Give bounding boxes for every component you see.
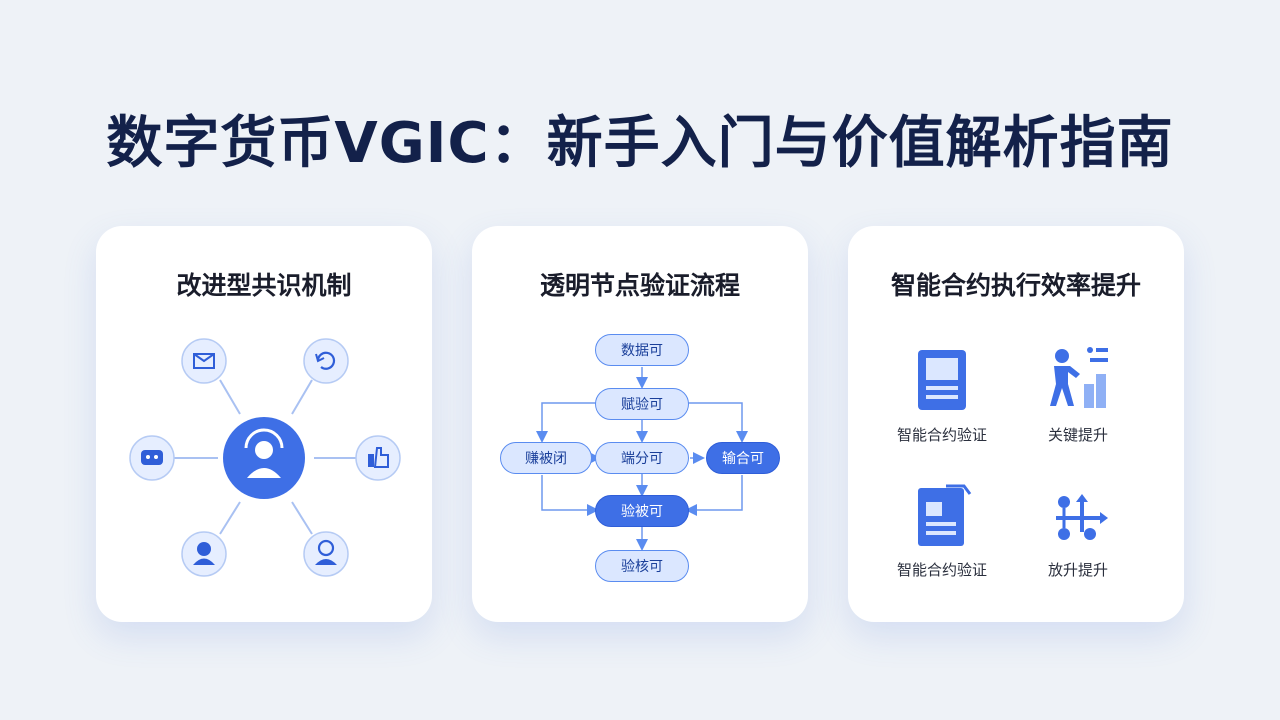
card-verification-flow: 透明节点验证流程 数据可 赋验可 赚被闭 端分可 输合可 验被可 验核可 xyxy=(472,226,808,622)
flow-step: 输合可 xyxy=(706,442,780,474)
card-title: 透明节点验证流程 xyxy=(539,271,740,300)
flow-arrow xyxy=(536,402,596,443)
feature-label: 智能合约验证 xyxy=(896,561,987,579)
chat-icon xyxy=(129,435,175,481)
flow-step: 赋验可 xyxy=(595,388,689,420)
feature-label: 智能合约验证 xyxy=(896,426,987,444)
mail-icon xyxy=(181,338,227,384)
page-title: 数字货币VGIC：新手入门与价值解析指南 xyxy=(106,111,1174,176)
contract-icon xyxy=(918,484,972,546)
card-title: 智能合约执行效率提升 xyxy=(890,271,1141,300)
flow-arrow xyxy=(688,402,748,443)
card-smart-contract: 智能合约执行效率提升 智能合约验证 关键提升 智能合约验证 放升提升 xyxy=(848,226,1184,622)
refresh-icon xyxy=(303,338,349,384)
network-link xyxy=(291,501,313,535)
flow-step: 验被可 xyxy=(595,495,689,527)
consensus-network-diagram xyxy=(129,338,401,577)
person-chart-icon xyxy=(1050,347,1108,408)
flow-step: 数据可 xyxy=(595,334,689,366)
network-link xyxy=(219,379,241,415)
user-node-icon xyxy=(223,417,305,499)
hand-icon xyxy=(355,435,401,481)
card-title: 改进型共识机制 xyxy=(176,271,352,300)
network-link xyxy=(291,379,313,415)
flow-step: 端分可 xyxy=(595,442,689,474)
flow-arrow xyxy=(685,475,743,516)
network-link xyxy=(219,501,241,535)
card-consensus: 改进型共识机制 xyxy=(96,226,432,622)
document-icon xyxy=(918,350,966,410)
flow-arrows-icon xyxy=(1056,494,1108,540)
flow-step: 验核可 xyxy=(595,550,689,582)
flow-arrow xyxy=(541,475,599,516)
user-icon xyxy=(181,531,227,577)
feature-label: 关键提升 xyxy=(1047,426,1108,444)
feature-label: 放升提升 xyxy=(1047,561,1108,579)
coin-user-icon xyxy=(303,531,349,577)
flow-step: 赚被闭 xyxy=(500,442,592,474)
